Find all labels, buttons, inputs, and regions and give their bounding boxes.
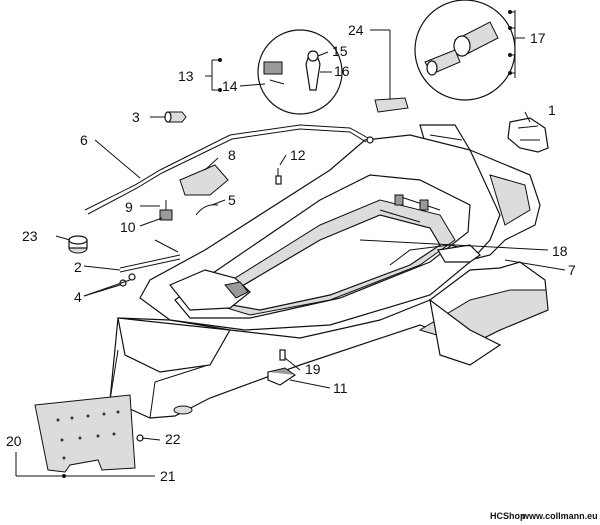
- clip-part: [195, 204, 219, 216]
- label-18: 18: [552, 243, 568, 259]
- label-7: 7: [568, 262, 576, 278]
- label-16: 16: [334, 63, 350, 79]
- grommet-part: [68, 235, 88, 254]
- bracket-part: [507, 117, 549, 153]
- label-1: 1: [548, 102, 556, 118]
- label-22: 22: [165, 431, 181, 447]
- label-12: 12: [290, 147, 306, 163]
- label-13: 13: [178, 68, 194, 84]
- label-5: 5: [228, 192, 236, 208]
- sticker-part: [374, 97, 409, 113]
- cap-part: [164, 111, 187, 123]
- label-14: 14: [222, 78, 238, 94]
- label-10: 10: [120, 219, 136, 235]
- label-19: 19: [305, 361, 321, 377]
- label-4: 4: [74, 289, 82, 305]
- label-2: 2: [74, 259, 82, 275]
- label-6: 6: [80, 132, 88, 148]
- panel-part: [34, 394, 136, 473]
- label-24: 24: [348, 22, 364, 38]
- label-9: 9: [125, 199, 133, 215]
- footer-url[interactable]: www.collmann.eu: [521, 511, 598, 521]
- shield-part: [179, 164, 229, 196]
- footer-brand: HCShop: [490, 511, 526, 521]
- inset-detail-right: [414, 0, 516, 101]
- leader-lines: [15, 10, 566, 477]
- label-21: 21: [160, 468, 176, 484]
- label-20: 20: [6, 433, 22, 449]
- label-17: 17: [530, 30, 546, 46]
- inset-detail-left: [257, 29, 343, 115]
- helmet-compartment-body: [109, 124, 549, 419]
- cable-part: [84, 124, 369, 211]
- label-23: 23: [22, 228, 38, 244]
- label-11: 11: [333, 380, 348, 396]
- label-8: 8: [228, 147, 236, 163]
- label-3: 3: [132, 109, 140, 125]
- label-15: 15: [332, 43, 348, 59]
